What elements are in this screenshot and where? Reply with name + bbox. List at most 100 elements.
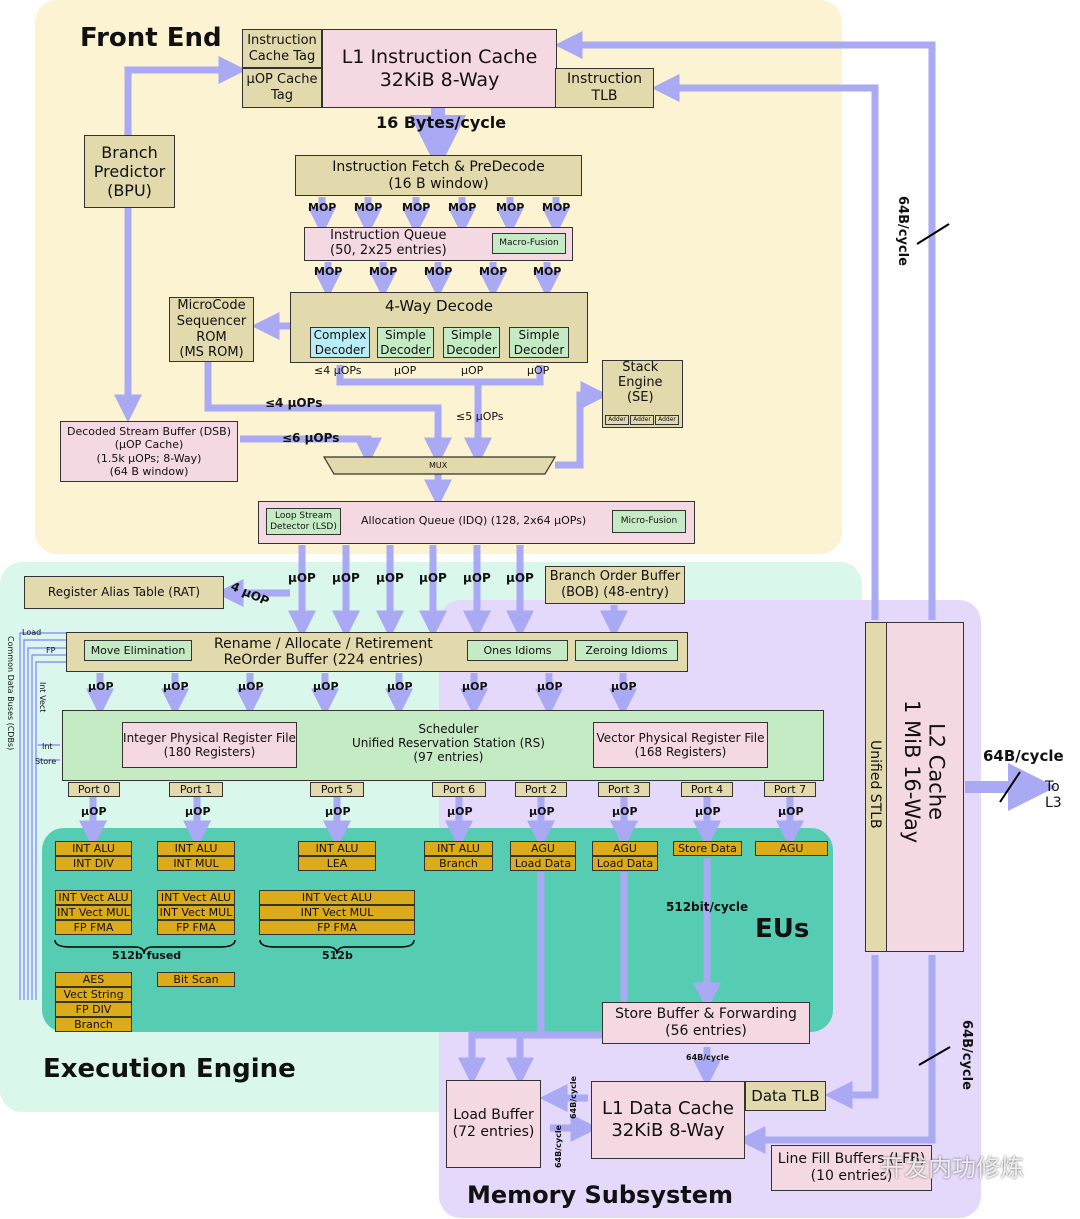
port5-lea: LEA: [298, 856, 376, 871]
uop-label: µOP: [376, 571, 404, 585]
zeroing-idioms: Zeroing Idioms: [575, 640, 678, 661]
port2-agu: AGU: [510, 841, 576, 856]
port1-fp-fma: FP FMA: [157, 920, 235, 935]
decoder-output-uop: µOP: [461, 364, 484, 377]
lb-l1d-bandwidth: 64B/cycle: [569, 1076, 578, 1120]
port5-fp-fma: FP FMA: [259, 920, 415, 935]
cdb-label: Common Data Buses (CDBs): [6, 636, 16, 751]
stack-adder: Adder: [655, 415, 679, 425]
port6-int-alu: INT ALU: [424, 841, 493, 856]
port5-int-alu: INT ALU: [298, 841, 376, 856]
cdb-store-label: Store: [35, 757, 57, 766]
instruction-tlb: Instruction TLB: [555, 68, 654, 108]
line-fill-buffers: Line Fill Buffers (LFB) (10 entries): [771, 1145, 932, 1191]
uop-label: µOP: [506, 571, 534, 585]
l2-l1i-bandwidth: 64B/cycle: [894, 196, 910, 266]
uop-label: µOP: [185, 805, 211, 818]
port0-fp-fma: FP FMA: [55, 920, 132, 935]
port1-int-alu: INT ALU: [157, 841, 235, 856]
decoder-output-uop: µOP: [394, 364, 417, 377]
uop-label: µOP: [778, 805, 804, 818]
port-7: Port 7: [764, 782, 816, 797]
uop-label: µOP: [325, 805, 351, 818]
stack-adder: Adder: [630, 415, 654, 425]
port2-load-data: Load Data: [510, 856, 576, 871]
watermark-text: 开发内功修炼: [880, 1154, 1024, 1182]
uop-label: µOP: [81, 805, 107, 818]
fetch-bandwidth: 16 Bytes/cycle: [376, 113, 507, 132]
uop-label: µOP: [462, 680, 488, 693]
mop-label: MOP: [533, 265, 562, 278]
port5-int-vect-mul: INT Vect MUL: [259, 905, 415, 920]
l2-cache: [886, 622, 964, 952]
simple-decoder: Simple Decoder: [443, 327, 500, 358]
width-512b-label: 512b: [322, 949, 353, 962]
mop-label: MOP: [308, 201, 337, 214]
port0-int-vect-alu: INT Vect ALU: [55, 890, 132, 905]
port-3: Port 3: [598, 782, 650, 797]
port0-int-vect-mul: INT Vect MUL: [55, 905, 132, 920]
mop-label: MOP: [424, 265, 453, 278]
port0-fp-div: FP DIV: [55, 1002, 132, 1017]
rename-label: Rename / Allocate / Retirement ReOrder B…: [214, 636, 433, 669]
uop-label: µOP: [288, 571, 316, 585]
cdb-fp-label: FP: [46, 646, 56, 655]
loop-stream-detector: Loop Stream Detector (LSD): [266, 508, 341, 535]
uop-label: µOP: [612, 805, 638, 818]
sbf-bandwidth: 64B/cycle: [686, 1053, 730, 1062]
mop-label: MOP: [496, 201, 525, 214]
micro-fusion: Micro-Fusion: [612, 510, 686, 533]
microcode-sequencer-rom: MicroCode Sequencer ROM (MS ROM): [169, 297, 254, 362]
branch-order-buffer: Branch Order Buffer (BOB) (48-entry): [545, 566, 685, 604]
mop-label: MOP: [542, 201, 571, 214]
store-buffer-forwarding: Store Buffer & Forwarding (56 entries): [602, 1002, 810, 1044]
branch-predictor: Branch Predictor (BPU): [84, 135, 175, 208]
mop-label: MOP: [314, 265, 343, 278]
uop-label: µOP: [313, 680, 339, 693]
simple-decoder: Simple Decoder: [509, 327, 569, 358]
stack-adder: Adder: [605, 415, 629, 425]
uop-label: µOP: [332, 571, 360, 585]
execution-engine-title: Execution Engine: [43, 1054, 296, 1084]
scheduler-label: Scheduler Unified Reservation Station (R…: [352, 722, 545, 764]
port0-branch: Branch: [55, 1017, 132, 1032]
mop-label: MOP: [479, 265, 508, 278]
move-elimination: Move Elimination: [84, 640, 192, 661]
front-end-title: Front End: [80, 23, 222, 53]
unified-stlb-label: Unified STLB: [867, 740, 884, 829]
l1-data-cache: L1 Data Cache 32KiB 8-Way: [591, 1081, 745, 1159]
port3-load-data: Load Data: [592, 856, 658, 871]
port-6: Port 6: [432, 782, 486, 797]
allocation-queue-label: Allocation Queue (IDQ) (128, 2x64 µOPs): [361, 514, 587, 527]
port0-aes: AES: [55, 972, 132, 987]
mop-label: MOP: [354, 201, 383, 214]
port-0: Port 0: [68, 782, 120, 797]
cdb-load-label: Load: [22, 628, 42, 637]
uop-cache-tag: µOP Cache Tag: [242, 68, 322, 108]
decoded-stream-buffer: Decoded Stream Buffer (DSB) (µOP Cache) …: [60, 421, 238, 482]
ones-idioms: Ones Idioms: [467, 640, 568, 661]
l2-cache-label: L2 Cache 1 MiB 16-Way: [900, 700, 949, 844]
uop-label: µOP: [419, 571, 447, 585]
decode-bandwidth: ≤5 µOPs: [456, 410, 504, 423]
mux-label: MUX: [429, 461, 448, 470]
port-5: Port 5: [310, 782, 364, 797]
l2-l1d-bandwidth: 64B/cycle: [958, 1020, 974, 1090]
load-buffer: Load Buffer (72 entries): [446, 1080, 541, 1168]
port6-branch: Branch: [424, 856, 493, 871]
port1-int-vect-mul: INT Vect MUL: [157, 905, 235, 920]
width-braces: [54, 939, 415, 955]
uop-label: µOP: [88, 680, 114, 693]
uop-label: µOP: [238, 680, 264, 693]
integer-physical-register-file: Integer Physical Register File (180 Regi…: [122, 722, 297, 768]
eus-title: EUs: [755, 914, 810, 944]
fused-512b-label: 512b fused: [112, 949, 182, 962]
instruction-cache-tag: Instruction Cache Tag: [242, 29, 322, 68]
decoder-output-le4: ≤4 µOPs: [314, 364, 362, 377]
port5-int-vect-alu: INT Vect ALU: [259, 890, 415, 905]
store-bandwidth: 512bit/cycle: [666, 900, 749, 914]
bus-width-slashes: [916, 223, 1021, 1066]
cdb-lines: [19, 632, 66, 1000]
port0-int-div: INT DIV: [55, 856, 132, 871]
decoder-output-uop: µOP: [527, 364, 550, 377]
